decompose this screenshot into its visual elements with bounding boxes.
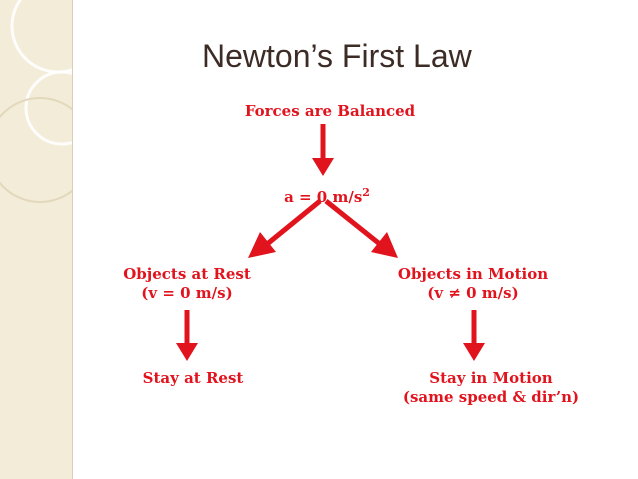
objects-in-motion-line1: Objects in Motion (397, 265, 549, 283)
acceleration-exponent: 2 (362, 186, 370, 199)
objects-at-rest-line1: Objects at Rest (123, 265, 251, 283)
arrowhead-middle-to-right (371, 232, 398, 258)
node-objects-in-motion: Objects in Motion (v ≠ 0 m/s) (363, 265, 583, 303)
arrow-middle-to-left (264, 199, 322, 247)
stay-in-motion-line2: (same speed & dir’n) (402, 388, 580, 406)
arrowhead-right-to-bottom (463, 343, 485, 361)
stay-at-rest-text: Stay at Rest (142, 369, 244, 387)
arrowhead-top-to-middle (312, 158, 334, 176)
arrowhead-middle-to-left (248, 232, 276, 258)
stay-in-motion-line1: Stay in Motion (429, 369, 553, 387)
node-stay-in-motion: Stay in Motion (same speed & dir’n) (380, 369, 602, 407)
sidebar-circles-decoration (0, 0, 72, 203)
arrowhead-left-to-bottom (176, 343, 198, 361)
node-acceleration-zero: a = 0 m/s2 (262, 183, 392, 207)
acceleration-text: a = 0 m/s (284, 188, 363, 206)
objects-in-motion-line2: (v ≠ 0 m/s) (427, 284, 519, 302)
decorative-sidebar (0, 0, 73, 479)
node-forces-balanced-text: Forces are Balanced (244, 102, 416, 120)
objects-at-rest-line2: (v = 0 m/s) (141, 284, 233, 302)
slide-title: Newton’s First Law (202, 38, 472, 74)
node-objects-at-rest: Objects at Rest (v = 0 m/s) (104, 265, 270, 303)
node-forces-balanced: Forces are Balanced (217, 102, 443, 121)
node-stay-at-rest: Stay at Rest (115, 369, 271, 388)
arrow-middle-to-right (324, 199, 383, 247)
